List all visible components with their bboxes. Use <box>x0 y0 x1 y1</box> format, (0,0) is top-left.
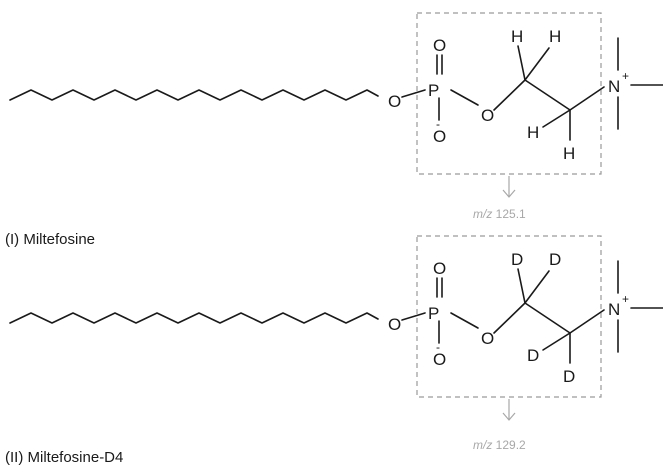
bond-c1-d2 <box>524 270 550 304</box>
alkyl-chain <box>9 89 379 101</box>
fragment-box-2 <box>416 235 602 398</box>
bond-c1-c2 <box>524 79 571 111</box>
fragment-mz-1: m/z 125.1 <box>473 207 526 221</box>
ester-oxygen-2: O <box>481 329 494 348</box>
hydrogen-1: H <box>511 27 523 46</box>
nitrogen-atom: N <box>608 77 620 96</box>
molecule-miltefosine-d4: O P O O - O D D D D N + <box>9 250 663 386</box>
bond-c1-c2 <box>524 302 571 334</box>
positive-charge: + <box>622 292 629 306</box>
bond-c1-h2 <box>524 47 550 81</box>
phosphorus-atom: P <box>428 304 439 323</box>
positive-charge: + <box>622 69 629 83</box>
bond-c1-d1 <box>517 268 526 304</box>
hydrogen-2: H <box>549 27 561 46</box>
bond-c2-n <box>569 309 605 334</box>
deuterium-2: D <box>549 250 561 269</box>
fragment-arrowhead-2 <box>502 412 516 421</box>
ester-oxygen-1: O <box>388 315 401 334</box>
bond-c1-h1 <box>517 45 526 81</box>
bond-p-o-2 <box>450 312 479 329</box>
deuterium-4: D <box>563 367 575 386</box>
negative-charge: - <box>436 117 440 131</box>
nitrogen-atom: N <box>608 300 620 319</box>
molecule-label-1: (I) Miltefosine <box>5 231 95 248</box>
anionic-oxygen: O <box>433 350 446 369</box>
phosphorus-atom: P <box>428 81 439 100</box>
bond-o-c1 <box>493 302 526 334</box>
hydrogen-4: H <box>563 144 575 163</box>
bond-c2-d3 <box>542 332 571 351</box>
oxo-oxygen: O <box>433 36 446 55</box>
anionic-oxygen: O <box>433 127 446 146</box>
ester-oxygen-1: O <box>388 92 401 111</box>
molecule-miltefosine: O P O O - O H H H H N + <box>9 27 663 163</box>
bond-o-p <box>401 89 426 98</box>
fragment-box-1 <box>416 12 602 175</box>
fragment-arrowhead-1 <box>502 189 516 198</box>
bond-p-o-2 <box>450 89 479 106</box>
deuterium-3: D <box>527 346 539 365</box>
molecule-label-2: (II) Miltefosine-D4 <box>5 449 123 466</box>
bond-o-c1 <box>493 79 526 111</box>
oxo-oxygen: O <box>433 259 446 278</box>
bond-c2-n <box>569 86 605 111</box>
fragment-mz-2: m/z 129.2 <box>473 438 526 452</box>
bond-o-p <box>401 312 426 321</box>
hydrogen-3: H <box>527 123 539 142</box>
deuterium-1: D <box>511 250 523 269</box>
negative-charge: - <box>436 340 440 354</box>
alkyl-chain <box>9 312 379 324</box>
bond-c2-h3 <box>542 109 571 128</box>
ester-oxygen-2: O <box>481 106 494 125</box>
